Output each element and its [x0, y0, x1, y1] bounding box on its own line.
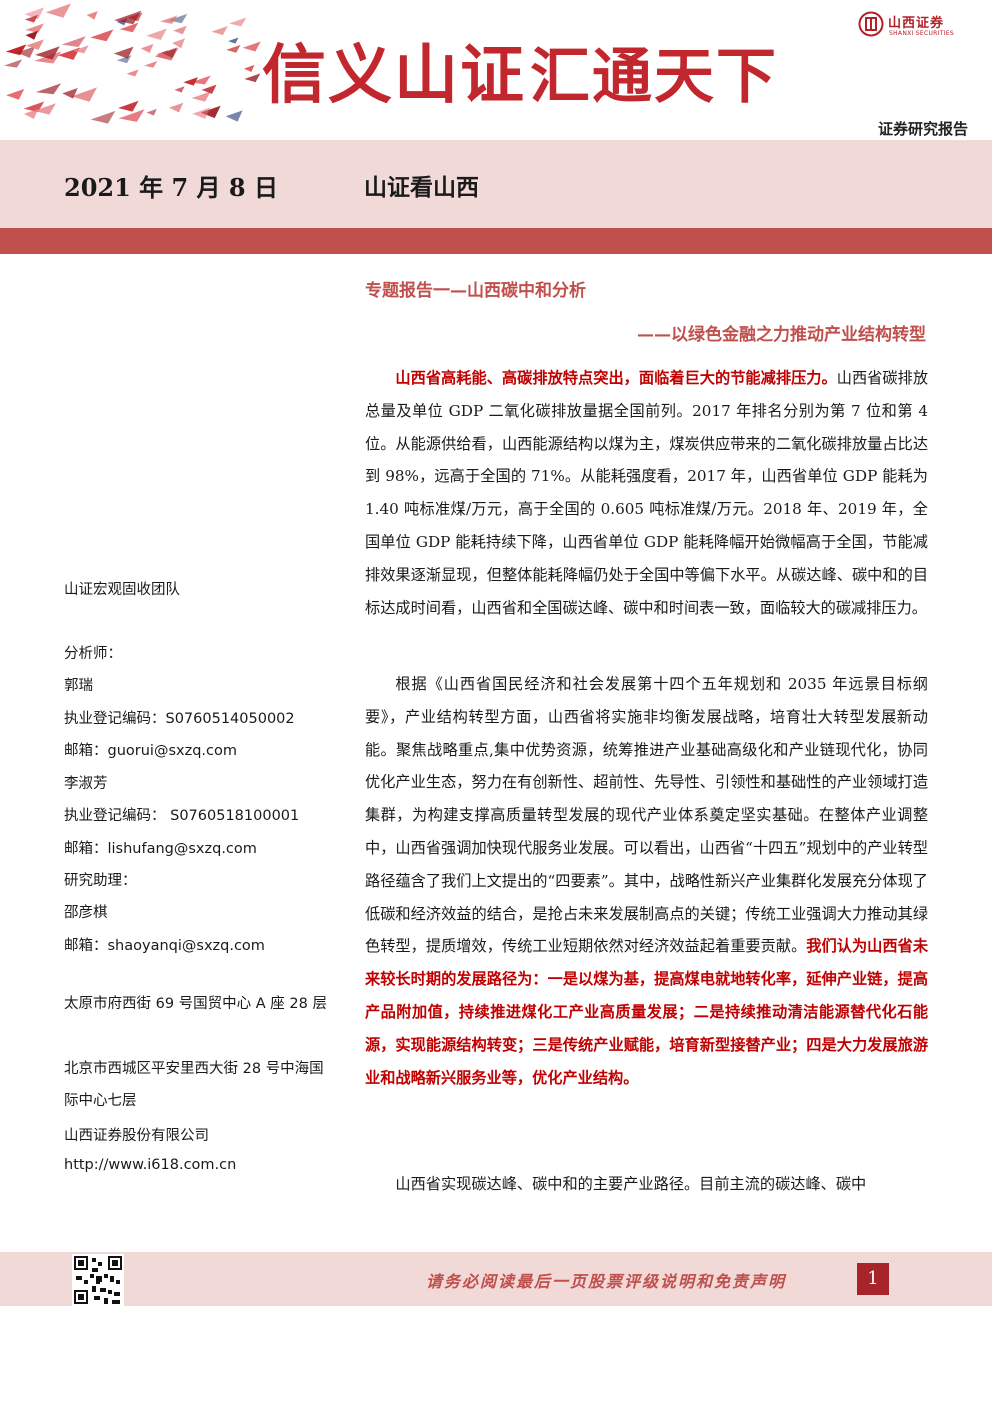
paragraph-3: 山西省实现碳达峰、碳中和的主要产业路径。目前主流的碳达峰、碳中: [365, 1168, 928, 1201]
arrow-shape: [190, 75, 211, 85]
arrow-shape: [119, 22, 139, 33]
assistant-label: 研究助理：: [64, 873, 137, 889]
arrow-shape: [191, 91, 211, 102]
paragraph-2: 根据《山西省国民经济和社会发展第十四个五年规划和 2035 年远景目标纲要》，产…: [365, 668, 928, 1094]
report-header: 信义山证汇通天下 山西证券 SHANXI SECURITIES 证券研究报告: [0, 0, 992, 140]
arrow-shape: [244, 73, 261, 83]
arrow-shape: [228, 37, 239, 44]
report-date: 2021 年 7 月 8 日: [64, 173, 278, 202]
arrow-shape: [113, 46, 134, 59]
arrow-shape: [211, 25, 228, 36]
arrow-shape: [62, 87, 78, 99]
arrow-shape: [61, 36, 86, 48]
arrow-shape: [161, 47, 177, 59]
arrow-shape: [200, 105, 221, 119]
analyst1-name: 郭瑞: [64, 678, 93, 694]
arrow-shape: [45, 3, 71, 18]
arrow-shape: [173, 25, 187, 35]
analyst2-registration: 执业登记编码： S0760518100001: [64, 808, 300, 824]
arrow-shape: [242, 41, 261, 52]
slogan-part-a: 信义山证: [262, 38, 526, 113]
arrow-shape: [225, 110, 243, 122]
arrow-shape: [34, 46, 60, 60]
company-website: http://www.i618.com.cn: [64, 1157, 237, 1173]
disclaimer-notice: 请务必阅读最后一页股票评级说明和免责声明: [426, 1272, 787, 1291]
arrow-shape: [4, 59, 23, 68]
analyst1-registration: 执业登记编码：S0760514050002: [64, 711, 295, 727]
arrow-shape: [71, 87, 98, 102]
arrow-shape: [86, 11, 98, 20]
paragraph-1-text: 山西省碳排放总量及单位 GDP 二氧化碳排放量据全国前列。2017 年排名分别为…: [365, 369, 929, 617]
slogan: 信义山证汇通天下: [262, 24, 778, 116]
flying-arrows-graphic: [4, 3, 261, 124]
page-number: 1: [857, 1263, 889, 1295]
arrow-shape: [114, 10, 142, 25]
report-title: 专题报告一—山西碳中和分析: [365, 281, 586, 301]
team-name: 山证宏观固收团队: [64, 582, 180, 598]
paragraph-1-highlight: 山西省高耗能、高碳排放特点突出，面临着巨大的节能减排压力。: [395, 369, 837, 387]
arrow-shape: [73, 45, 89, 54]
arrow-shape: [171, 38, 186, 49]
report-type-label: 证券研究报告: [877, 120, 968, 138]
report-series: 山证看山西: [364, 175, 479, 201]
analyst2-email: 邮箱：lishufang@sxzq.com: [64, 841, 257, 857]
logo-english-name: SHANXI SECURITIES: [889, 30, 954, 37]
arrow-shape: [160, 15, 178, 24]
arrow-shape: [57, 47, 81, 60]
paragraph-2-highlight: 我们认为山西省未来较长时期的发展路径为：一是以煤为基，提高煤电就地转化率，延伸产…: [365, 937, 929, 1087]
report-subtitle: ——以绿色金融之力推动产业结构转型: [637, 325, 926, 345]
analyst1-email: 邮箱：guorui@sxzq.com: [64, 743, 237, 759]
arrow-shape: [192, 107, 211, 119]
arrow-shape: [243, 64, 255, 72]
arrow-shape: [169, 102, 184, 113]
arrow-shape: [26, 39, 44, 50]
address-beijing: 北京市西城区平安里西大街 28 号中海国际中心七层: [64, 1061, 324, 1109]
arrow-shape: [35, 83, 62, 95]
analyst-label: 分析师：: [64, 646, 122, 662]
qr-code-icon: [72, 1254, 124, 1306]
arrow-shape: [25, 23, 44, 33]
slogan-part-b: 汇通天下: [530, 42, 778, 112]
arrow-shape: [24, 14, 39, 23]
arrow-shape: [34, 103, 56, 115]
company-logo: 山西证券 SHANXI SECURITIES: [858, 11, 978, 41]
arrow-shape: [25, 30, 38, 40]
arrow-shape: [201, 84, 217, 94]
arrow-shape: [6, 88, 25, 100]
arrow-shape: [23, 108, 39, 119]
address-taiyuan: 太原市府西街 69 号国贸中心 A 座 28 层: [64, 996, 327, 1012]
analyst2-name: 李淑芳: [64, 776, 108, 792]
arrow-shape: [144, 60, 158, 68]
arrow-shape: [118, 100, 139, 112]
paragraph-3-text: 山西省实现碳达峰、碳中和的主要产业路径。目前主流的碳达峰、碳中: [395, 1175, 867, 1193]
arrow-shape: [24, 7, 45, 20]
arrow-shape: [174, 86, 185, 93]
arrow-shape: [146, 108, 157, 116]
arrow-shape: [90, 110, 116, 124]
arrow-shape: [90, 29, 114, 42]
logo-chinese-name: 山西证券: [888, 16, 945, 31]
company-name: 山西证券股份有限公司: [64, 1128, 209, 1144]
arrow-shape: [118, 109, 145, 122]
arrow-shape: [183, 77, 199, 86]
assistant-email: 邮箱：shaoyanqi@sxzq.com: [64, 938, 265, 954]
arrow-shape: [229, 17, 247, 27]
paragraph-1: 山西省高耗能、高碳排放特点突出，面临着巨大的节能减排压力。山西省碳排放总量及单位…: [365, 362, 928, 624]
date-band: 2021 年 7 月 8 日 山证看山西: [0, 140, 992, 228]
arrow-shape: [226, 44, 241, 53]
divider-band: [0, 228, 992, 254]
arrow-shape: [126, 69, 139, 77]
footer-band: [0, 1252, 992, 1306]
paragraph-2-text: 根据《山西省国民经济和社会发展第十四个五年规划和 2035 年远景目标纲要》，产…: [365, 675, 928, 956]
arrow-shape: [140, 43, 154, 54]
assistant-name: 邵彦棋: [64, 905, 108, 921]
arrow-shape: [146, 28, 167, 41]
arrow-shape: [16, 46, 36, 59]
logo-mark-icon: [858, 11, 884, 37]
